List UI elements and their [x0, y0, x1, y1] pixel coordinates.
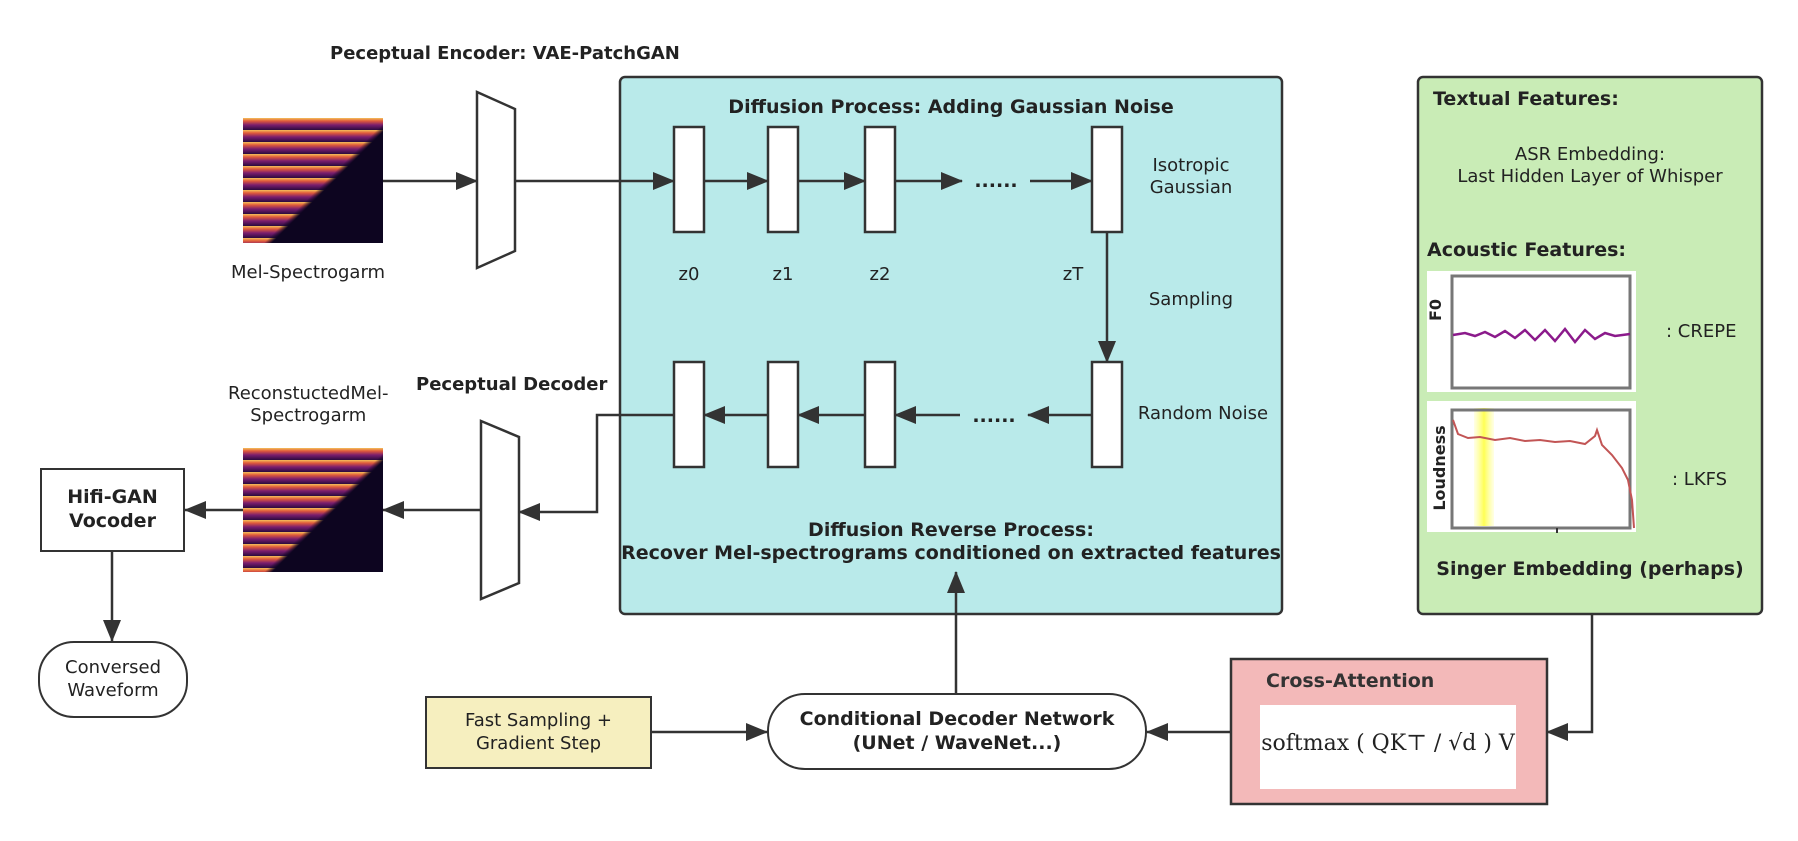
decoder-trapezoid [479, 419, 521, 601]
f0-curve [1452, 327, 1631, 344]
input-spectrogram-label: Mel-Spectrogarm [231, 262, 386, 283]
mel-spectrogram-input-image [243, 118, 383, 243]
latent-z2 [863, 125, 897, 234]
vocoder-box: Hifi-GAN Vocoder [40, 468, 185, 552]
latent-label-z0: z0 [678, 264, 700, 285]
fast-sampling-box: Fast Sampling + Gradient Step [425, 696, 652, 769]
waveform-box: Conversed Waveform [38, 641, 188, 718]
sampling-label: Sampling [1148, 289, 1234, 310]
latent-label-zT: zT [1062, 264, 1084, 285]
latent-z0 [672, 125, 706, 234]
isotropic-gaussian-label: Isotropic Gaussian [1149, 155, 1233, 198]
loudness-curve [1452, 419, 1635, 529]
textual-features-title: Textual Features: [1433, 88, 1619, 110]
reverse-process-subtitle: Recover Mel-spectrograms conditioned on … [621, 542, 1281, 564]
formula-box [1260, 705, 1516, 789]
f0-plot [1427, 271, 1636, 392]
latent-zT [1090, 125, 1124, 234]
arrow-rev-to-decoder [518, 413, 674, 521]
reverse-latent-3 [863, 360, 897, 469]
f0-method-label: : CREPE [1666, 321, 1737, 342]
attention-formula: softmax ( QK⊤ / √d ) V [1261, 731, 1515, 756]
diffusion-title: Diffusion Process: Adding Gaussian Noise [728, 96, 1174, 118]
reverse-latent-T [1090, 360, 1124, 469]
random-noise-label: Random Noise [1137, 403, 1269, 424]
encoder-trapezoid [475, 90, 517, 270]
arrow-features-to-attn [1546, 614, 1594, 741]
cross-attention-title: Cross-Attention [1266, 670, 1435, 692]
loudness-plot [1427, 401, 1636, 533]
reverse-process-title: Diffusion Reverse Process: [808, 519, 1094, 541]
singer-embedding-label: Singer Embedding (perhaps) [1436, 558, 1744, 580]
mel-spectrogram-output-image [243, 448, 383, 572]
f0-axis-label: F0 [1426, 298, 1445, 322]
forward-ellipsis: ...... [974, 170, 1018, 192]
encoder-title: Peceptual Encoder: VAE-PatchGAN [330, 43, 680, 64]
acoustic-features-title: Acoustic Features: [1427, 239, 1627, 261]
decoder-title: Peceptual Decoder [416, 374, 608, 395]
latent-label-z1: z1 [772, 264, 794, 285]
loudness-axis-label: Loudness [1430, 425, 1449, 511]
reverse-ellipsis: ...... [972, 405, 1016, 427]
output-spectrogram-label: ReconstuctedMel- Spectrogarm [228, 383, 389, 426]
conditional-decoder-box: Conditional Decoder Network (UNet / Wave… [767, 693, 1147, 770]
reverse-latent-2 [766, 360, 800, 469]
reverse-latent-1 [672, 360, 706, 469]
loudness-method-label: : LKFS [1672, 469, 1728, 490]
latent-label-z2: z2 [869, 264, 891, 285]
latent-z1 [766, 125, 800, 234]
asr-embedding-label: ASR Embedding: Last Hidden Layer of Whis… [1457, 144, 1723, 187]
